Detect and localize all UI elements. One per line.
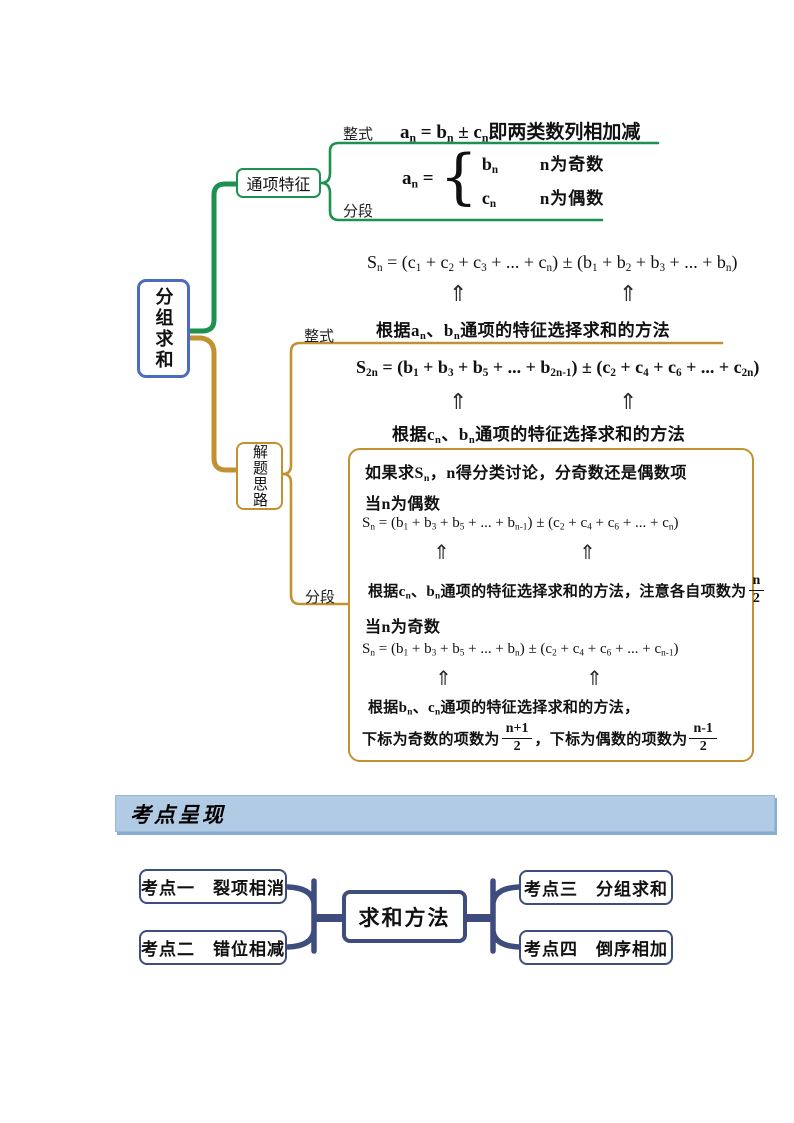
fraction-n-minus-1-over-2: n-1 2 bbox=[689, 721, 717, 754]
fraction-numerator: n+1 bbox=[501, 721, 533, 739]
even-case-formula: Sn = (b1 + b3 + b5 + ... + bn-1) ± (c2 +… bbox=[362, 515, 679, 533]
method-item-1: 考点一 裂项相消 bbox=[139, 869, 287, 904]
node-term-features: 通项特征 bbox=[236, 168, 321, 198]
note-sum-n: 根据an、bn通项的特征选择求和的方法 bbox=[376, 321, 671, 342]
fraction-denominator: 2 bbox=[513, 738, 521, 754]
fraction-denominator: 2 bbox=[699, 738, 707, 754]
branch-line-term-fenduan bbox=[319, 181, 604, 222]
method-map-right-bracket bbox=[490, 878, 522, 954]
fraction-numerator: n-1 bbox=[689, 721, 717, 739]
node-root-grouped-summation: 分组求和 bbox=[137, 279, 190, 378]
up-arrow-icon: ⇑ bbox=[435, 666, 452, 690]
odd-case-heading: 当n为奇数 bbox=[365, 619, 441, 636]
branch-line-solve-zhengshi bbox=[281, 341, 724, 476]
section-header-bar: 考点呈现 bbox=[115, 795, 775, 832]
note-sum-2n: 根据cn、bn通项的特征选择求和的方法 bbox=[392, 425, 686, 446]
piecewise-lhs: an = bbox=[402, 168, 434, 191]
odd-case-formula: Sn = (b1 + b3 + b5 + ... + bn) ± (c2 + c… bbox=[362, 641, 679, 659]
node-solving-approach: 解题思路 bbox=[236, 442, 283, 510]
up-arrow-icon: ⇑ bbox=[619, 390, 638, 415]
method-item-3: 考点三 分组求和 bbox=[519, 870, 673, 905]
even-case-note-text: 根据cn、bn通项的特征选择求和的方法，注意各自项数为 bbox=[368, 583, 747, 602]
formula-term-zhengshi: an = bn ± cn即两类数列相加减 bbox=[400, 122, 641, 145]
odd-case-note: 根据bn、cn通项的特征选择求和的方法， bbox=[368, 700, 640, 718]
formula-sum-n: Sn = (c1 + c2 + c3 + ... + cn) ± (b1 + b… bbox=[367, 252, 738, 275]
up-arrow-icon: ⇑ bbox=[586, 666, 603, 690]
method-map-center: 求和方法 bbox=[342, 890, 467, 943]
piecewise-cond-even: n为偶数 bbox=[539, 188, 605, 208]
section-header-title: 考点呈现 bbox=[130, 802, 226, 827]
method-item-2: 考点二 错位相减 bbox=[139, 930, 287, 965]
label-term-fenduan: 分段 bbox=[343, 204, 374, 220]
piecewise-value-even: cn bbox=[481, 187, 497, 210]
branch-line-term-zhengshi bbox=[319, 141, 660, 185]
piecewise-solution-box bbox=[348, 448, 754, 762]
piecewise-intro: 如果求Sn，n得分类讨论，分奇数还是偶数项 bbox=[365, 465, 687, 484]
label-term-zhengshi: 整式 bbox=[343, 127, 374, 143]
piecewise-case-even: cn n为偶数 bbox=[481, 184, 605, 210]
up-arrow-icon: ⇑ bbox=[433, 540, 450, 564]
branch-line-root-to-solve bbox=[187, 335, 238, 473]
label-solve-fenduan: 分段 bbox=[305, 590, 336, 606]
piecewise-value-odd: bn bbox=[481, 153, 499, 176]
method-item-4: 考点四 倒序相加 bbox=[519, 930, 673, 965]
fraction-n-plus-1-over-2: n+1 2 bbox=[501, 721, 533, 754]
piecewise-cond-odd: n为奇数 bbox=[539, 154, 605, 174]
left-brace-glyph: { bbox=[439, 142, 478, 212]
method-map-left-bracket bbox=[285, 878, 317, 954]
up-arrow-icon: ⇑ bbox=[449, 390, 468, 415]
odd-case-counts-line: 下标为奇数的项数为 n+1 2 ，下标为偶数的项数为 n-1 2 bbox=[362, 721, 719, 754]
branch-line-root-to-term bbox=[187, 181, 239, 334]
up-arrow-icon: ⇑ bbox=[579, 540, 596, 564]
odd-count-label: 下标为奇数的项数为 bbox=[362, 731, 500, 748]
fraction-denominator: 2 bbox=[752, 590, 760, 606]
up-arrow-icon: ⇑ bbox=[619, 282, 638, 307]
formula-sum-2n: S2n = (b1 + b3 + b5 + ... + b2n-1) ± (c2… bbox=[356, 357, 760, 380]
up-arrow-icon: ⇑ bbox=[449, 282, 468, 307]
even-count-label: ，下标为偶数的项数为 bbox=[534, 731, 688, 748]
label-solve-zhengshi: 整式 bbox=[304, 329, 335, 345]
formula-term-fenduan-piecewise: an = { bn n为奇数 cn n为偶数 bbox=[402, 147, 604, 211]
fraction-numerator: n bbox=[748, 573, 765, 591]
fraction-n-over-2: n 2 bbox=[748, 573, 765, 606]
even-case-note: 根据cn、bn通项的特征选择求和的方法，注意各自项数为 n 2 bbox=[368, 573, 766, 606]
even-case-heading: 当n为偶数 bbox=[365, 496, 441, 513]
piecewise-case-odd: bn n为奇数 bbox=[481, 150, 605, 176]
branch-line-solve-fenduan bbox=[281, 472, 350, 606]
